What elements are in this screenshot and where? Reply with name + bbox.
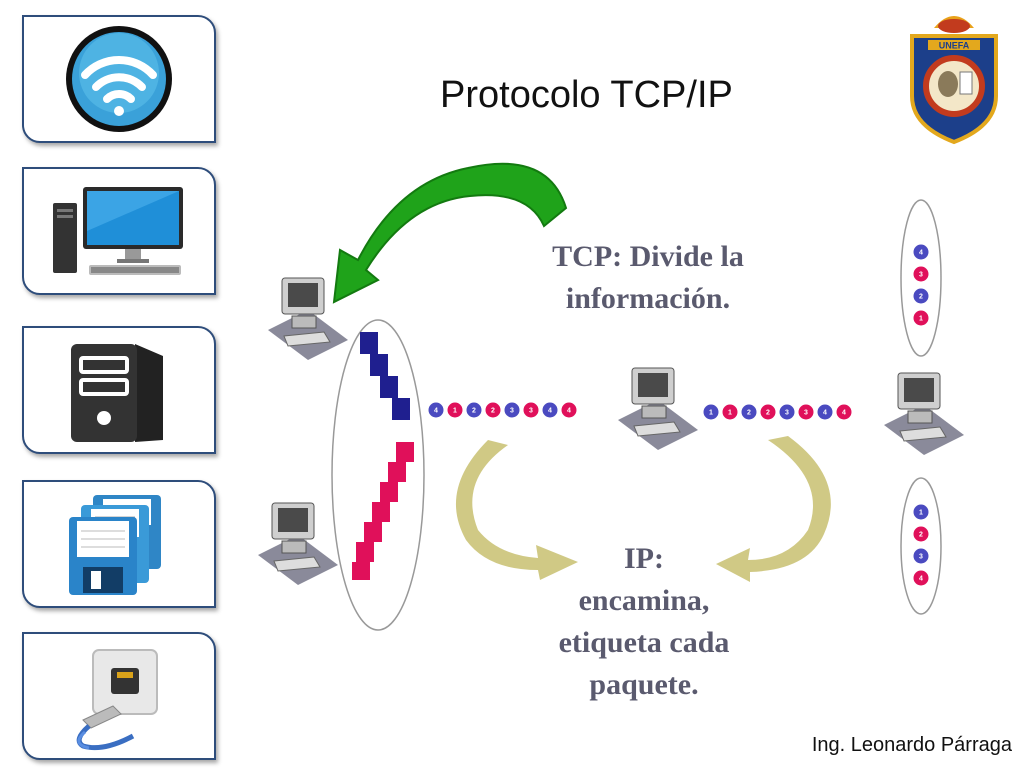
network-jack-icon <box>76 649 158 751</box>
packet-label: 2 <box>472 408 476 415</box>
pink-segments <box>352 442 414 580</box>
computer-bottom-left <box>258 502 338 585</box>
author-name: Ing. Leonardo Párraga <box>811 734 1012 756</box>
packet-label: 2 <box>919 294 923 301</box>
segment-ellipse <box>331 319 425 631</box>
column-bottom-packets: 1 2 3 4 <box>912 503 930 587</box>
tcp-text-line-1: TCP: Divide la <box>552 240 744 273</box>
packet-label: 1 <box>709 410 713 417</box>
packet-marker <box>759 403 777 421</box>
desktop-computer-icon <box>53 187 183 275</box>
packets-left: 4 1 2 2 3 3 4 4 <box>427 401 578 419</box>
sidebar-card-server[interactable] <box>22 326 216 454</box>
packet-marker <box>835 403 853 421</box>
packet-label: 1 <box>453 408 457 415</box>
column-ellipse-top <box>900 199 942 357</box>
yellow-arrow-right <box>716 436 831 582</box>
packet-marker <box>912 503 930 521</box>
packet-label: 3 <box>919 272 923 279</box>
packet-label: 1 <box>919 510 923 517</box>
packet-label: 3 <box>804 410 808 417</box>
packet-label: 1 <box>919 316 923 323</box>
packet-label: 4 <box>548 408 552 415</box>
logo-text: UNEFA <box>939 41 970 51</box>
packet-label: 4 <box>823 410 827 417</box>
packet-marker <box>503 401 521 419</box>
ip-text-line-1: IP: <box>624 542 664 575</box>
packet-marker <box>427 401 445 419</box>
packet-label: 3 <box>510 408 514 415</box>
packet-marker <box>797 403 815 421</box>
server-tower-icon <box>71 344 163 442</box>
packet-marker <box>560 401 578 419</box>
sidebar-card-wifi[interactable] <box>22 15 216 143</box>
page-title: Protocolo TCP/IP <box>440 74 733 116</box>
sidebar-card-floppy[interactable] <box>22 480 216 608</box>
unefa-logo: UNEFA <box>904 6 1004 151</box>
packet-marker <box>522 401 540 419</box>
yellow-arrow-left <box>455 440 578 580</box>
green-arrow <box>332 162 568 304</box>
computer-top-left <box>268 277 348 360</box>
packet-label: 2 <box>766 410 770 417</box>
ip-text-line-4: paquete. <box>589 668 698 701</box>
packet-label: 4 <box>567 408 571 415</box>
packet-marker <box>702 403 720 421</box>
tcp-text-line-2: información. <box>566 282 730 315</box>
floppy-disk-icon <box>69 495 161 595</box>
packet-marker <box>541 401 559 419</box>
packet-label: 3 <box>529 408 533 415</box>
packet-marker <box>912 547 930 565</box>
packet-marker <box>912 265 930 283</box>
packet-label: 2 <box>919 532 923 539</box>
packet-label: 3 <box>919 554 923 561</box>
column-ellipse-bottom <box>900 477 942 615</box>
packet-marker <box>446 401 464 419</box>
packet-marker <box>912 287 930 305</box>
packet-label: 1 <box>728 410 732 417</box>
packet-marker <box>465 401 483 419</box>
packet-marker <box>912 309 930 327</box>
sidebar-card-network[interactable] <box>22 632 216 760</box>
packet-marker <box>778 403 796 421</box>
packet-marker <box>912 525 930 543</box>
column-top-packets: 4 3 2 1 <box>912 243 930 327</box>
packet-marker <box>740 403 758 421</box>
computer-middle-router <box>618 367 698 450</box>
ip-text-line-2: encamina, <box>579 584 710 617</box>
packet-marker <box>721 403 739 421</box>
sidebar-card-desktop[interactable] <box>22 167 216 295</box>
computer-right <box>884 372 964 455</box>
blue-segments <box>360 332 410 420</box>
packet-label: 4 <box>434 408 438 415</box>
packet-marker <box>912 243 930 261</box>
packet-marker <box>912 569 930 587</box>
ip-text-line-3: etiqueta cada <box>559 626 730 659</box>
packet-label: 4 <box>919 250 923 257</box>
wifi-icon <box>66 26 172 132</box>
packet-label: 3 <box>785 410 789 417</box>
packet-label: 2 <box>491 408 495 415</box>
packet-marker <box>816 403 834 421</box>
packet-marker <box>484 401 502 419</box>
packet-label: 4 <box>842 410 846 417</box>
packets-right: 1 1 2 2 3 3 4 4 <box>702 403 853 421</box>
packet-label: 2 <box>747 410 751 417</box>
packet-label: 4 <box>919 576 923 583</box>
tcp-ip-diagram: 4 1 2 2 3 3 4 4 1 1 2 2 3 3 4 4 4 3 2 1 1 2 3 4 TCP: Divide … <box>258 162 964 701</box>
